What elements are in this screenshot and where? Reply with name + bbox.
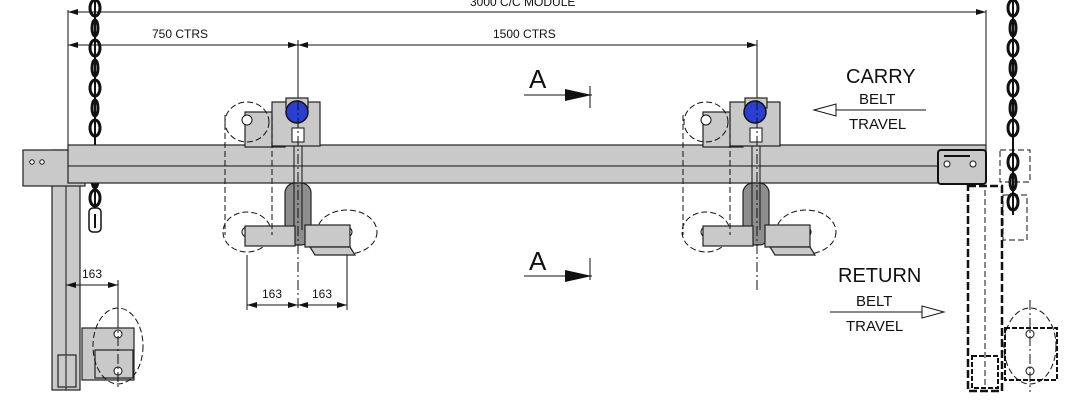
section-letter-top: A bbox=[529, 64, 547, 94]
main-beam bbox=[22, 144, 987, 187]
section-letter-bottom: A bbox=[529, 246, 547, 276]
return-line2: TRAVEL bbox=[846, 318, 903, 335]
right-span-label: 1500 CTRS bbox=[493, 27, 556, 41]
right-return-frame bbox=[966, 184, 1058, 393]
left-span-label: 750 CTRS bbox=[152, 27, 208, 41]
span-dimensions: 750 CTRS 1500 CTRS bbox=[68, 27, 758, 105]
section-mark-bottom: A bbox=[524, 246, 592, 282]
right-chain bbox=[999, 0, 1031, 241]
roller-offset-left-label: 163 bbox=[262, 287, 282, 301]
roller-offset-dimensions: 163 163 bbox=[246, 255, 348, 310]
left-chain bbox=[88, 0, 102, 233]
left-idler-set bbox=[222, 97, 378, 310]
carry-belt-travel-label: CARRY BELT TRAVEL bbox=[812, 66, 926, 133]
left-post-offset-dimension: 163 bbox=[66, 267, 119, 328]
carry-line1: BELT bbox=[859, 91, 895, 108]
section-mark-top: A bbox=[524, 64, 592, 108]
carry-title: CARRY bbox=[846, 66, 916, 88]
roller-offset-right-label: 163 bbox=[312, 287, 332, 301]
return-direction-arrow-icon bbox=[921, 305, 946, 319]
return-title: RETURN bbox=[838, 265, 921, 287]
return-belt-travel-label: RETURN BELT TRAVEL bbox=[830, 265, 946, 335]
overall-dimension: 3000 C/C MODULE bbox=[67, 0, 987, 150]
carry-line2: TRAVEL bbox=[849, 116, 906, 133]
left-bearing-icon bbox=[285, 100, 309, 124]
overall-dimension-label: 3000 C/C MODULE bbox=[470, 0, 575, 9]
right-bearing-icon bbox=[743, 100, 767, 124]
carry-direction-arrow-icon bbox=[812, 103, 837, 117]
right-idler-set bbox=[681, 97, 837, 290]
return-line1: BELT bbox=[856, 293, 892, 310]
left-post-offset-label: 163 bbox=[82, 267, 102, 281]
